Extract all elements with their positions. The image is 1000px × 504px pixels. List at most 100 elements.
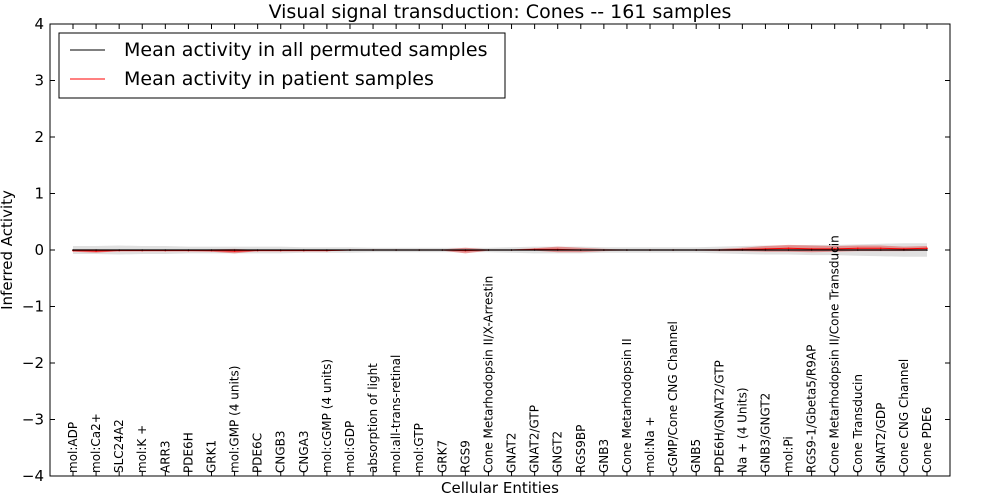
y-axis-label: Inferred Activity — [0, 190, 16, 310]
permuted-point — [787, 249, 790, 251]
permuted-point — [533, 249, 536, 251]
y-tick-label: 1 — [34, 185, 44, 203]
legend: Mean activity in all permuted samples Me… — [58, 32, 506, 99]
x-tick-label: PDE6C — [251, 433, 265, 473]
y-tick-label: 3 — [34, 72, 44, 90]
permuted-point — [233, 249, 236, 251]
plot-frame — [49, 23, 951, 477]
permuted-point — [326, 249, 328, 251]
permuted-point — [303, 249, 305, 251]
permuted-point — [556, 249, 559, 251]
permuted-point — [187, 249, 190, 251]
x-tick-label: mol:GMP (4 units) — [228, 366, 242, 473]
permuted-point — [695, 249, 697, 251]
permuted-point — [926, 249, 928, 251]
permuted-point — [649, 249, 651, 251]
permuted-point — [210, 249, 213, 251]
x-tick-label: mol:Na + — [643, 416, 657, 473]
permuted-point — [487, 249, 490, 251]
x-axis-label: Cellular Entities — [441, 479, 559, 497]
x-tick-label: GNB3 — [597, 439, 611, 473]
x-tick-label: mol:GTP — [412, 423, 426, 473]
series-lines — [72, 247, 928, 252]
permuted-point — [626, 249, 628, 251]
x-tick-label: PDE6H — [181, 432, 195, 473]
legend-box — [58, 32, 506, 99]
permuted-point — [764, 249, 767, 251]
patient-point — [903, 248, 905, 250]
permuted-point — [833, 249, 836, 251]
permuted-point — [880, 249, 882, 251]
x-tick-label: RGS9-1/Gbeta5/R9AP — [805, 345, 819, 473]
chart-title: Visual signal transduction: Cones -- 161… — [269, 1, 732, 23]
x-tick-label: Cone Transducin — [851, 374, 865, 473]
x-axis-ticks — [72, 24, 928, 476]
x-tick-label: mol:K + — [135, 425, 149, 473]
y-tick-label: −1 — [22, 298, 44, 316]
permuted-point — [603, 249, 605, 251]
patient-point — [95, 250, 97, 252]
x-tick-label: RGS9 — [458, 440, 472, 473]
patient-point — [810, 248, 813, 250]
patient-point — [764, 248, 767, 250]
y-tick-label: 0 — [34, 241, 44, 259]
x-tick-label: GNAT2/GTP — [528, 405, 542, 473]
permuted-point — [510, 249, 513, 251]
x-tick-label: mol:GDP — [343, 421, 357, 473]
legend-label-permuted: Mean activity in all permuted samples — [124, 39, 487, 61]
permuted-point — [857, 249, 859, 251]
y-tick-label: 2 — [34, 128, 44, 146]
x-tick-label: mol:Ca2+ — [89, 413, 103, 473]
permuted-point — [141, 249, 143, 251]
x-tick-label: Na + (4 Units) — [735, 387, 749, 473]
permuted-point — [256, 249, 259, 251]
permuted-point — [672, 249, 674, 251]
x-tick-label: GNAT2 — [505, 432, 519, 473]
x-tick-label: GNAT2/GDP — [874, 403, 888, 473]
permuted-point — [349, 249, 351, 251]
x-tick-label: mol:ADP — [66, 422, 80, 473]
permuted-point — [441, 249, 444, 251]
y-tick-label: −4 — [22, 467, 44, 485]
permuted-point — [810, 249, 813, 251]
patient-point — [233, 250, 236, 252]
x-tick-label: mol:all-trans-retinal — [389, 355, 403, 473]
patient-point — [880, 247, 882, 250]
patient-point — [787, 247, 790, 250]
x-tick-label: GNB5 — [689, 439, 703, 473]
permuted-point — [279, 249, 282, 251]
x-tick-label: CNGA3 — [297, 431, 311, 474]
x-tick-label: Cone Metarhodopsin II — [620, 338, 634, 473]
x-tick-label: mol:cGMP (4 units) — [320, 359, 334, 473]
patient-point — [833, 248, 836, 250]
x-tick-label: Cone Metarhodopsin II/Cone Transducin — [828, 235, 842, 473]
x-tick-label: absorption of light — [366, 363, 380, 473]
x-tick-label: cGMP/Cone CNG Channel — [666, 321, 680, 473]
x-tick-label: GRK7 — [435, 440, 449, 473]
permuted-point — [95, 249, 97, 251]
permuted-point — [72, 249, 74, 251]
permuted-point — [464, 249, 467, 251]
permuted-point — [118, 249, 120, 251]
x-tick-label: PDE6H/GNAT2/GTP — [712, 360, 726, 473]
x-tick-label: GRK1 — [205, 440, 219, 473]
permuted-point — [164, 249, 167, 251]
legend-label-patient: Mean activity in patient samples — [124, 68, 434, 90]
permuted-point — [372, 249, 374, 251]
x-tick-label: GNGT2 — [551, 431, 565, 473]
permuted-point — [580, 249, 582, 251]
x-tick-label: RGS9BP — [574, 425, 588, 473]
y-tick-label: −3 — [22, 411, 44, 429]
x-tick-label: Cone Metarhodopsin II/X-Arrestin — [482, 276, 496, 473]
x-tick-label: mol:Pi — [782, 436, 796, 473]
permuted-point — [418, 249, 421, 251]
permuted-point — [395, 249, 397, 251]
x-tick-label: GNB3/GNGT2 — [758, 393, 772, 473]
x-tick-label: CNGB3 — [274, 430, 288, 473]
x-tick-label: Cone PDE6 — [920, 407, 934, 473]
x-tick-label: SLC24A2 — [112, 419, 126, 473]
permuted-point — [903, 249, 905, 251]
